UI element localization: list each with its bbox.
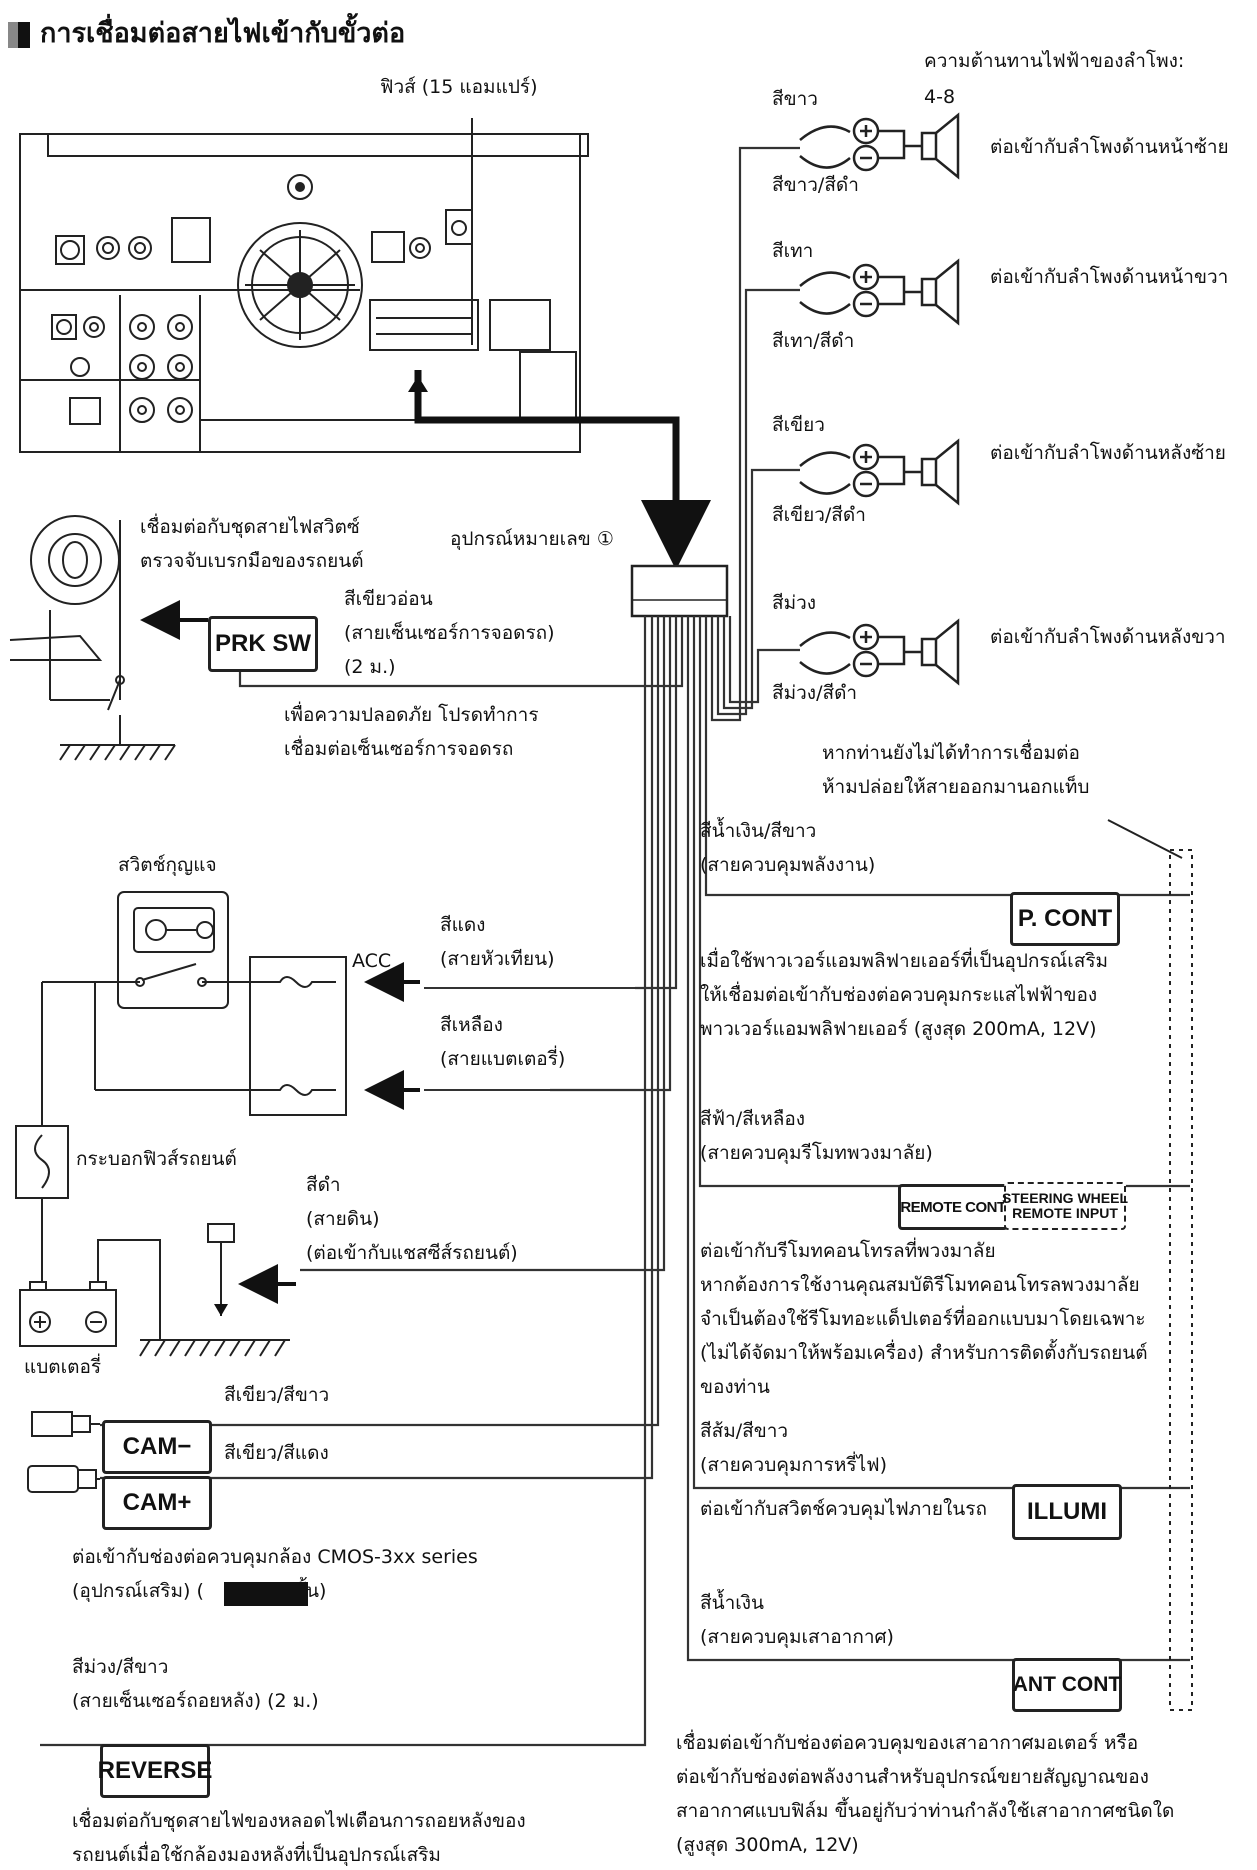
impedance-line2: 4-8 — [924, 86, 956, 108]
pcont-note-2: ให้เชื่อมต่อเข้ากับช่องต่อควบคุมกระแสไฟฟ… — [700, 984, 1098, 1006]
ground-wire-2: (สายดิน) — [306, 1208, 380, 1230]
antenna-note-3: สาอากาศแบบฟิล์ม ขึ้นอยู่กับว่าท่านกำลังใ… — [676, 1800, 1175, 1822]
redaction-block — [224, 1582, 308, 1606]
steering-input-line1: STEERING WHEEL — [1002, 1190, 1129, 1207]
reverse-note-1: เชื่อมต่อกับชุดสายไฟของหลอดไฟเตือนการถอย… — [72, 1810, 526, 1832]
parking-safety-2: เชื่อมต่อเซ็นเซอร์การจอดรถ — [284, 738, 514, 760]
ground-wire-3: (ต่อเข้ากับแชสซีส์รถยนต์) — [306, 1242, 518, 1264]
antenna-note-4: (สูงสุด 300mA, 12V) — [676, 1834, 859, 1856]
connector-block-icon — [630, 564, 729, 618]
tab-outline — [1169, 849, 1193, 1711]
parking-wire-2: (สายเซ็นเซอร์การจอดรถ) — [344, 622, 555, 644]
cam-plus-box: CAM+ — [102, 1476, 212, 1530]
camera-plug-icon — [27, 1411, 100, 1493]
red-wire-2: (สายหัวเทียน) — [440, 948, 555, 970]
red-wire-1: สีแดง — [440, 914, 486, 936]
illumi-wire-2: (สายควบคุมการหรี่ไฟ) — [700, 1454, 888, 1476]
fuse-label: ฟิวส์ (15 แอมแปร์) — [380, 76, 538, 98]
unused-note-2: ห้ามปล่อยให้สายออกมานอกแท็บ — [822, 776, 1090, 798]
ground-wire-1: สีดำ — [306, 1174, 341, 1196]
steering-note-3: จำเป็นต้องใช้รีโมทอะแด็ปเตอร์ที่ออกแบบมา… — [700, 1308, 1146, 1330]
steering-note-4: (ไม่ได้จัดมาให้พร้อมเครื่อง) สำหรับการติ… — [700, 1342, 1148, 1364]
ant-cont-box: ANT CONT — [1012, 1658, 1122, 1712]
illumi-wire-1: สีส้ม/สีขาว — [700, 1420, 789, 1442]
acc-label: ACC — [352, 950, 392, 972]
speaker-rl-pos: สีเขียว — [772, 414, 825, 436]
reverse-note-2: รถยนต์เมื่อใช้กล้องมองหลังที่เป็นอุปกรณ์… — [72, 1844, 441, 1866]
steering-note-1: ต่อเข้ากับรีโมทคอนโทรลที่พวงมาลัย — [700, 1240, 996, 1262]
camera-note-3: ั้น) — [306, 1580, 327, 1602]
head-unit-rear-icon — [19, 133, 589, 453]
antenna-wire-1: สีน้ำเงิน — [700, 1592, 765, 1614]
speaker-rl-neg: สีเขียว/สีดำ — [772, 504, 866, 526]
parking-safety-1: เพื่อความปลอดภัย โปรดทำการ — [284, 704, 539, 726]
key-switch-icon — [15, 891, 347, 1282]
antenna-note-1: เชื่อมต่อเข้ากับช่องต่อควบคุมของเสาอากาศ… — [676, 1732, 1139, 1754]
camera-note-1: ต่อเข้ากับช่องต่อควบคุมกล้อง CMOS-3xx se… — [72, 1546, 478, 1568]
fuse-box — [249, 956, 347, 1116]
ground-bolt-icon — [139, 1223, 290, 1357]
illumi-note: ต่อเข้ากับสวิตช์ควบคุมไฟภายในรถ — [700, 1498, 987, 1520]
yellow-wire-1: สีเหลือง — [440, 1014, 503, 1036]
antenna-wire-2: (สายควบคุมเสาอากาศ) — [700, 1626, 894, 1648]
pcont-wire-2: (สายควบคุมพลังงาน) — [700, 854, 876, 876]
parking-brake-icon — [9, 515, 176, 761]
remote-cont-box: REMOTE CONT — [898, 1184, 1008, 1230]
page-title: การเชื่อมต่อสายไฟเข้ากับขั้วต่อ — [40, 18, 406, 49]
steering-input-box: STEERING WHEEL REMOTE INPUT — [1002, 1182, 1129, 1230]
reverse-box: REVERSE — [98, 1744, 212, 1798]
parking-note-1: เชื่อมต่อกับชุดสายไฟสวิตซ์ — [140, 516, 360, 538]
speaker-rr-target: ต่อเข้ากับลำโพงด้านหลังขวา — [990, 626, 1226, 648]
pcont-box: P. CONT — [1010, 892, 1120, 946]
pcont-wire-1: สีน้ำเงิน/สีขาว — [700, 820, 817, 842]
speaker-rr-pos: สีม่วง — [772, 592, 817, 614]
speaker-fr-pos: สีเทา — [772, 240, 814, 262]
speaker-rl-target: ต่อเข้ากับลำโพงด้านหลังซ้าย — [990, 442, 1226, 464]
car-fuse-label: กระบอกฟิวส์รถยนต์ — [76, 1148, 237, 1170]
cam-minus-wire: สีเขียว/สีขาว — [224, 1384, 330, 1406]
antenna-note-2: ต่อเข้ากับช่องต่อพลังงานสำหรับอุปกรณ์ขยา… — [676, 1766, 1149, 1788]
unused-note-1: หากท่านยังไม่ได้ทำการเชื่อมต่อ — [822, 742, 1080, 764]
camera-note-2: (อุปกรณ์เสริม) ( — [72, 1580, 204, 1602]
steering-input-line2: REMOTE INPUT — [1012, 1205, 1118, 1221]
impedance-line1: ความต้านทานไฟฟ้าของลำโพง: — [924, 50, 1185, 72]
speaker-fl-target: ต่อเข้ากับลำโพงด้านหน้าซ้าย — [990, 136, 1229, 158]
battery-label: แบตเตอรี่ — [24, 1356, 102, 1378]
reverse-wire-1: สีม่วง/สีขาว — [72, 1656, 169, 1678]
speaker-fr-target: ต่อเข้ากับลำโพงด้านหน้าขวา — [990, 266, 1229, 288]
parking-wire-1: สีเขียวอ่อน — [344, 588, 433, 610]
steering-wire-2: (สายควบคุมรีโมทพวงมาลัย) — [700, 1142, 933, 1164]
key-switch-label: สวิตช์กุญแจ — [118, 854, 217, 876]
illumi-box: ILLUMI — [1012, 1484, 1122, 1540]
reverse-wire-2: (สายเซ็นเซอร์ถอยหลัง) (2 ม.) — [72, 1690, 319, 1712]
speaker-fr-neg: สีเทา/สีดำ — [772, 330, 855, 352]
pcont-note-1: เมื่อใช้พาวเวอร์แอมพลิฟายเออร์ที่เป็นอุป… — [700, 950, 1109, 972]
yellow-wire-2: (สายแบตเตอรี่) — [440, 1048, 566, 1070]
parking-wire-3: (2 ม.) — [344, 656, 396, 678]
steering-note-5: ของท่าน — [700, 1376, 770, 1398]
cam-plus-wire: สีเขียว/สีแดง — [224, 1442, 329, 1464]
speaker-fl-pos: สีขาว — [772, 88, 818, 110]
steering-wire-1: สีฟ้า/สีเหลือง — [700, 1108, 806, 1130]
steering-note-2: หากต้องการใช้งานคุณสมบัติรีโมทคอนโทรลพวง… — [700, 1274, 1140, 1296]
cam-minus-box: CAM− — [102, 1420, 212, 1474]
accessory-label: อุปกรณ์หมายเลข ① — [450, 528, 614, 550]
battery-icon — [19, 1239, 161, 1347]
pcont-note-3: พาวเวอร์แอมพลิฟายเออร์ (สูงสุด 200mA, 12… — [700, 1018, 1097, 1040]
parking-note-2: ตรวจจับเบรกมือของรถยนต์ — [140, 550, 364, 572]
speaker-rr-neg: สีม่วง/สีดำ — [772, 682, 858, 704]
speaker-fl-neg: สีขาว/สีดำ — [772, 174, 859, 196]
prk-sw-box: PRK SW — [208, 616, 318, 672]
